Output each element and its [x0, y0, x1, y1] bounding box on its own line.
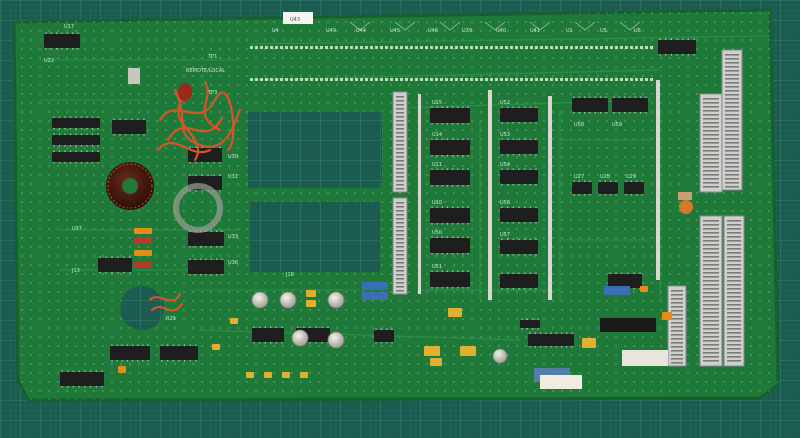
silk-label: U6 — [634, 28, 641, 34]
silk-label: U37 — [72, 226, 82, 232]
silk-label: U15 — [432, 100, 442, 106]
top-sticker — [283, 12, 313, 24]
silk-label: U5 — [600, 28, 607, 34]
silk-label: R29 — [166, 316, 176, 322]
silk-label: U4 — [272, 28, 279, 34]
toroid-inductor — [106, 162, 223, 233]
resistor-rows — [250, 21, 653, 81]
silk-label: J10 — [285, 272, 294, 278]
silk-label: U53 — [500, 132, 510, 138]
silk-label: U59 — [612, 122, 622, 128]
silk-label: U54 — [500, 162, 510, 168]
silk-label: U27 — [574, 174, 584, 180]
silk-label: U11 — [432, 162, 442, 168]
silk-label: U57 — [500, 232, 510, 238]
silk-label: U50 — [432, 230, 442, 236]
silk-label: U44 — [356, 28, 366, 34]
silk-label: U33 — [228, 234, 238, 240]
trimmer-pot — [678, 192, 693, 214]
white-blocks — [540, 318, 668, 389]
silk-label: U36 — [228, 260, 238, 266]
label-tp3: TP3 — [207, 90, 217, 96]
copper-wire-bundle — [148, 80, 242, 312]
silk-label: U46 — [428, 28, 438, 34]
potentiometer — [128, 68, 140, 84]
label-remote-local: REMOTE/LOCAL — [186, 68, 225, 74]
silk-label: U40 — [496, 28, 506, 34]
capacitors — [118, 228, 672, 378]
silk-label: J13 — [71, 268, 80, 274]
metal-can-transistors — [251, 291, 508, 364]
silk-label: U39 — [462, 28, 472, 34]
silk-label: U52 — [500, 100, 510, 106]
copper-traces — [40, 35, 771, 341]
silk-label: U10 — [432, 200, 442, 206]
red-component — [178, 83, 192, 101]
silk-label: U51 — [432, 264, 442, 270]
silk-label: U31 — [228, 174, 238, 180]
silk-label: U1 — [566, 28, 573, 34]
label-top: U43 — [290, 17, 300, 23]
silk-label: U28 — [600, 174, 610, 180]
silk-label: U22 — [44, 58, 54, 64]
silk-label: U49 — [326, 28, 336, 34]
silk-label: U14 — [432, 132, 442, 138]
silk-label: U17 — [64, 24, 74, 30]
silk-label: U45 — [390, 28, 400, 34]
silk-label: U58 — [574, 122, 584, 128]
silk-label: U56 — [500, 200, 510, 206]
silk-label: U30 — [228, 154, 238, 160]
silk-label: U41 — [530, 28, 540, 34]
silk-label: U29 — [626, 174, 636, 180]
label-tp1: TP1 — [207, 54, 217, 60]
header-connectors — [392, 49, 745, 367]
